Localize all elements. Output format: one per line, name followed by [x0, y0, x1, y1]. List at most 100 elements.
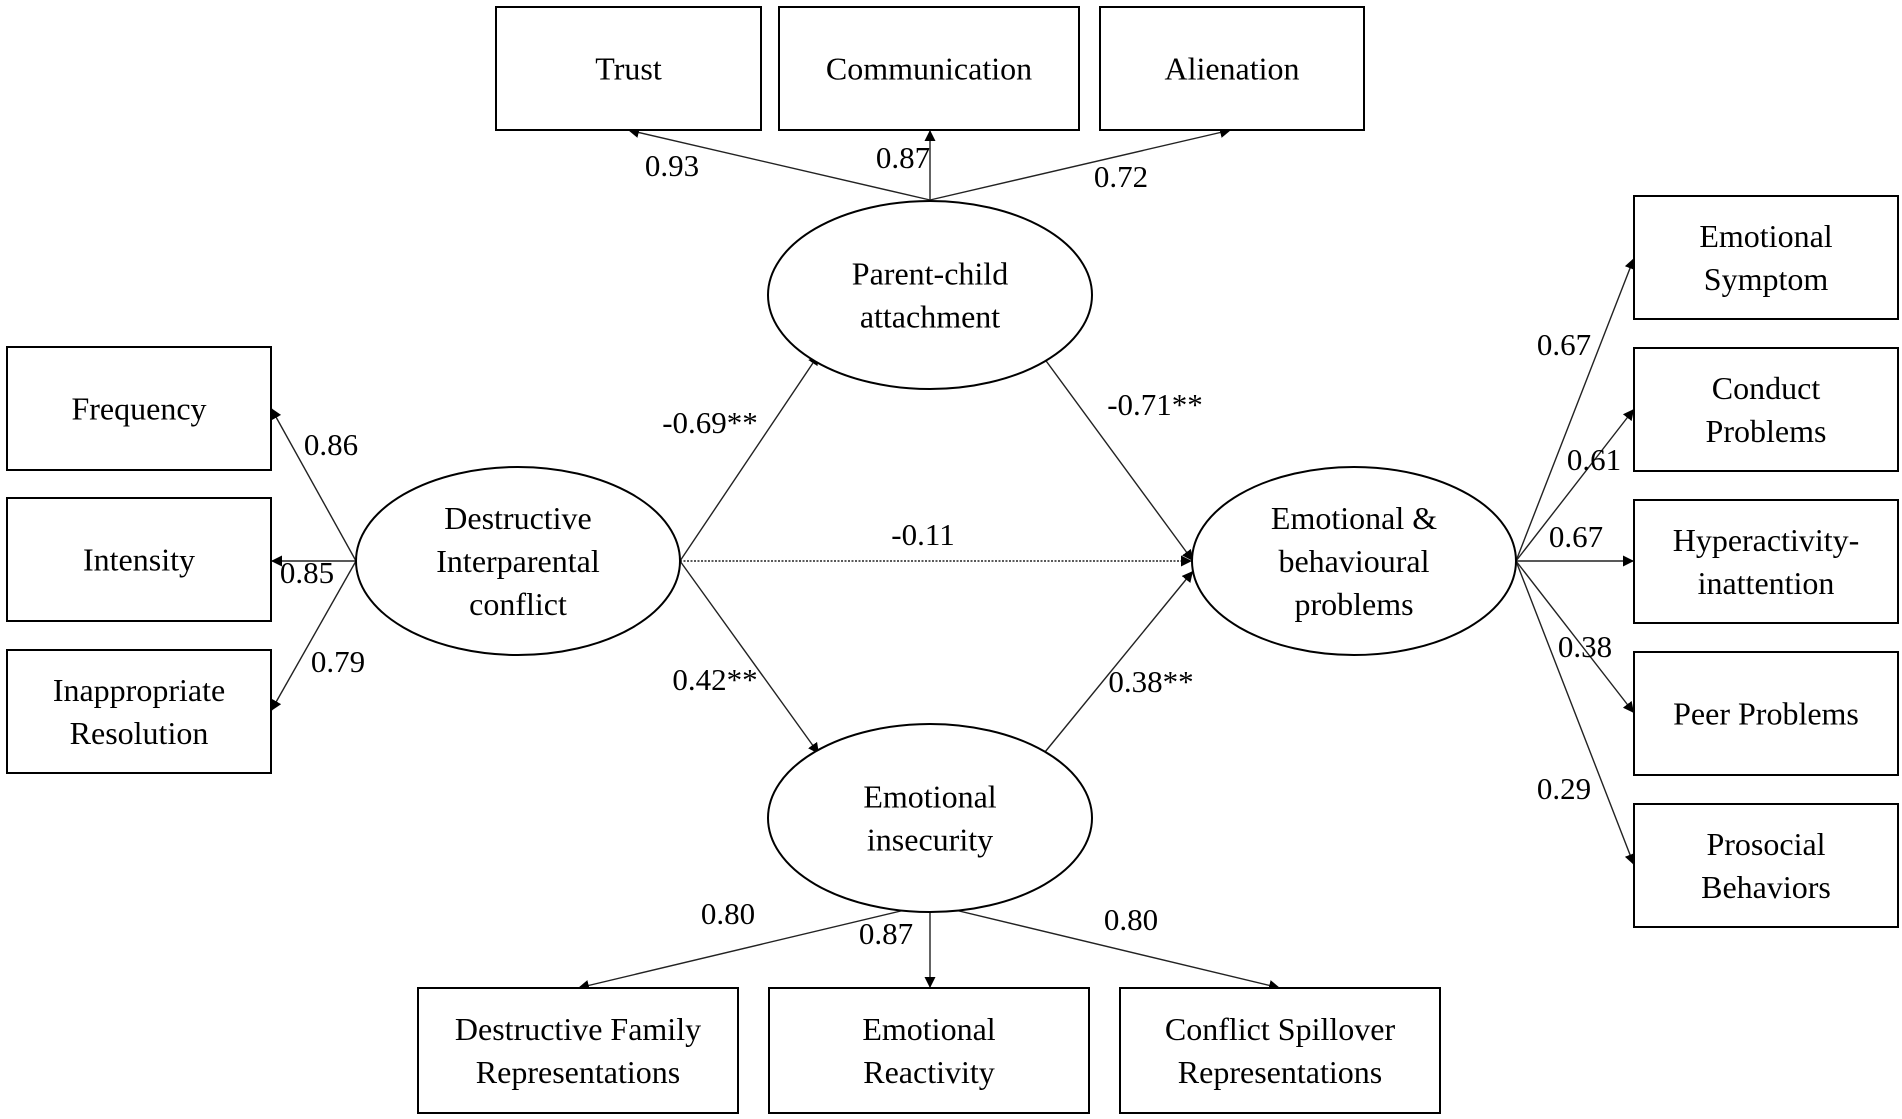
edge-conflict-frequency [270, 407, 357, 562]
node-label-line: attachment [860, 299, 1000, 335]
edge-label-problems-peer: 0.38 [1558, 629, 1612, 664]
box-shape [495, 6, 762, 131]
latent-variable-emotional-behavioural-problems: Emotional & behavioural problems [1191, 466, 1517, 656]
edge-label-problems-conduct: 0.61 [1567, 442, 1621, 477]
node-label-line: Trust [595, 51, 662, 87]
node-label-line: Problems [1706, 413, 1827, 449]
edge-label-conflict-intensity: 0.85 [280, 555, 334, 590]
edge-label-attach-problems: -0.71** [1107, 387, 1203, 422]
edge-label-problems-prosocial: 0.29 [1537, 771, 1591, 806]
box-shape [6, 649, 272, 774]
node-label-line: Intensity [83, 542, 195, 578]
node-label-line: Prosocial [1706, 826, 1825, 862]
node-label-line: Conflict Spillover [1165, 1011, 1396, 1047]
node-label-line: Destructive [444, 500, 592, 536]
box-shape [778, 6, 1080, 131]
edge-label-attach-communication: 0.87 [876, 140, 930, 175]
edge-conflict-resolution [270, 560, 357, 712]
edge-label-attach-trust: 0.93 [645, 148, 699, 183]
box-shape [1633, 803, 1899, 928]
indicator-box-hyperactivity-inattention: Hyperactivity-inattention [1633, 499, 1899, 624]
box-shape [417, 987, 739, 1114]
edge-problems-conduct [1515, 408, 1635, 562]
node-label-line: Emotional [863, 779, 996, 815]
node-label-line: Communication [826, 51, 1032, 87]
edge-label-problems-symptom: 0.67 [1537, 327, 1591, 362]
node-label-line: Reactivity [863, 1054, 995, 1090]
edge-conflict-attach [679, 353, 820, 562]
edge-insecurity-problems [1044, 570, 1194, 753]
node-label-line: Resolution [70, 715, 209, 751]
edge-label-insecurity-spillover: 0.80 [1104, 902, 1158, 937]
node-label-line: Frequency [71, 391, 206, 427]
node-label-line: Symptom [1704, 261, 1829, 297]
box-shape [1633, 347, 1899, 472]
edge-attach-trust [627, 127, 931, 201]
node-label-line: Parent-child [852, 256, 1008, 292]
edge-label-conflict-attach: -0.69** [662, 405, 758, 440]
ellipse-shape [355, 466, 681, 656]
node-label-line: Emotional [1699, 218, 1832, 254]
node-label-line: Emotional & [1271, 500, 1437, 536]
box-shape [1633, 195, 1899, 320]
node-label-line: insecurity [867, 822, 993, 858]
node-label-line: Behaviors [1701, 869, 1831, 905]
node-label-line: Conduct [1712, 370, 1821, 406]
edge-label-insecurity-family: 0.80 [701, 896, 755, 931]
edge-problems-prosocial [1515, 560, 1636, 866]
indicator-box-communication: Communication [778, 6, 1080, 131]
latent-variable-emotional-insecurity: Emotional insecurity [767, 723, 1093, 913]
ellipse-shape [1191, 466, 1517, 656]
node-label-line: Representations [1178, 1054, 1382, 1090]
node-label-line: Inappropriate [53, 672, 225, 708]
node-label-line: Representations [476, 1054, 680, 1090]
box-shape [1099, 6, 1365, 131]
box-shape [6, 346, 272, 471]
node-label-line: inattention [1698, 565, 1835, 601]
edge-label-insecurity-problems: 0.38** [1108, 664, 1193, 699]
edges-layer [270, 127, 1636, 991]
edge-label-attach-alienation: 0.72 [1094, 159, 1148, 194]
ellipse-shape [767, 200, 1093, 390]
edge-insecurity-spillover [929, 903, 1281, 991]
box-shape [1633, 651, 1899, 776]
node-label-line: Emotional [862, 1011, 995, 1047]
edge-conflict-insecurity [679, 560, 820, 755]
box-shape [768, 987, 1090, 1114]
node-label-line: Destructive Family [455, 1011, 701, 1047]
indicator-box-intensity: Intensity [6, 497, 272, 622]
edge-label-problems-hyper: 0.67 [1549, 519, 1603, 554]
nodes-layer: Trust Communication AlienationParent-child… [6, 6, 1899, 1114]
node-label-line: Alienation [1164, 51, 1299, 87]
indicator-box-trust: Trust [495, 6, 762, 131]
edge-labels-layer: 0.93 0.87 0.72 0.86 0.85 0.79 -0.69** -0.71** -0… [280, 140, 1621, 951]
indicator-box-alienation: Alienation [1099, 6, 1365, 131]
edge-label-conflict-problems: -0.11 [891, 517, 954, 552]
edge-label-conflict-frequency: 0.86 [304, 427, 358, 462]
edge-label-insecurity-reactivity: 0.87 [859, 916, 913, 951]
node-label-line: Hyperactivity- [1673, 522, 1860, 558]
box-shape [1119, 987, 1441, 1114]
node-label-line: conflict [469, 586, 567, 622]
box-shape [6, 497, 272, 622]
node-label-line: Peer Problems [1673, 696, 1859, 732]
node-label-line: problems [1294, 586, 1413, 622]
indicator-box-peer-problems: Peer Problems [1633, 651, 1899, 776]
edge-attach-problems [1040, 353, 1194, 562]
latent-variable-parent-child-attachment: Parent-child attachment [767, 200, 1093, 390]
indicator-box-frequency: Frequency [6, 346, 272, 471]
edge-label-conflict-resolution: 0.79 [311, 644, 365, 679]
edge-problems-symptom [1515, 257, 1636, 562]
node-label-line: behavioural [1278, 543, 1429, 579]
box-shape [1633, 499, 1899, 624]
edge-label-conflict-insecurity: 0.42** [672, 662, 757, 697]
